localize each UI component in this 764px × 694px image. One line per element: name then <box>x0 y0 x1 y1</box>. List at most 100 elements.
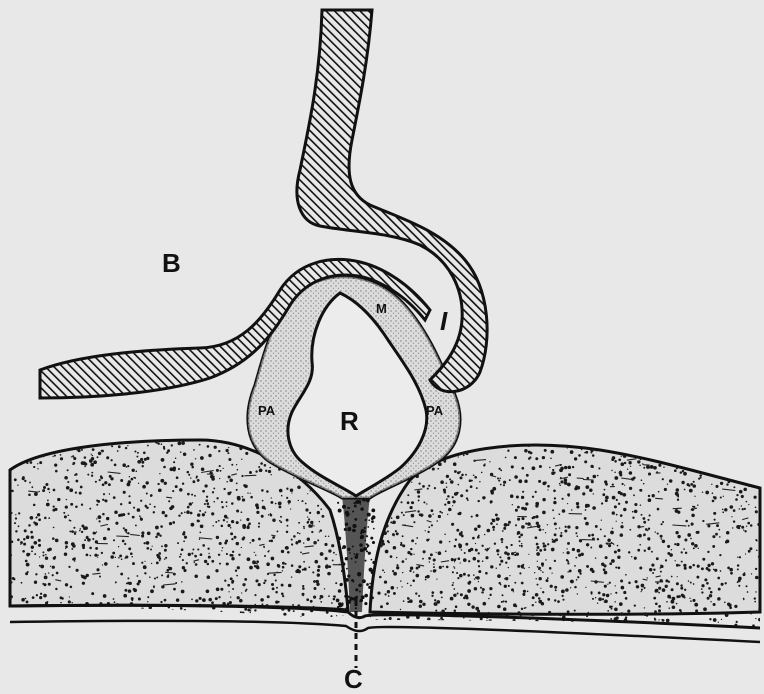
stipple-dot <box>295 570 298 573</box>
stipple-dot <box>48 583 51 586</box>
stipple-dot <box>176 598 180 602</box>
stipple-dot <box>327 572 331 576</box>
stipple-dot <box>537 561 538 562</box>
stipple-dot <box>535 593 539 597</box>
stipple-dot <box>445 550 447 552</box>
stipple-dot <box>521 525 525 529</box>
stipple-dot <box>705 491 709 495</box>
stipple-dot <box>576 535 578 537</box>
canal-dot <box>371 509 375 513</box>
stipple-dot <box>325 536 327 538</box>
stipple-dot <box>537 584 539 586</box>
stipple-dot <box>236 575 238 577</box>
stipple-dot <box>72 441 75 444</box>
stipple-dot <box>544 449 547 452</box>
stipple-dot <box>264 508 266 510</box>
stipple-dot <box>207 548 209 550</box>
stipple-dot <box>709 453 710 454</box>
stipple-dot <box>317 539 319 541</box>
canal-dot <box>346 514 349 517</box>
stipple-dot <box>620 470 622 472</box>
stipple-dot <box>436 578 437 579</box>
stipple-dot <box>651 551 653 553</box>
stipple-dot <box>106 517 109 520</box>
stipple-dot <box>30 516 34 520</box>
stipple-dot <box>541 602 544 605</box>
stipple-dot <box>411 514 415 518</box>
stipple-dot <box>416 537 418 539</box>
stipple-dot <box>644 550 646 552</box>
stipple-dot <box>15 514 16 515</box>
stipple-dot <box>224 542 227 545</box>
stipple-dot <box>521 467 524 470</box>
stipple-dot <box>648 498 652 502</box>
canal-dot <box>369 583 371 585</box>
stipple-dot <box>680 587 683 590</box>
stipple-dot <box>297 604 300 607</box>
stipple-dot <box>622 493 626 497</box>
stipple-dot <box>24 480 26 482</box>
stipple-dot <box>60 457 63 460</box>
stipple-dot <box>522 491 524 493</box>
stipple-dot <box>431 591 434 594</box>
stipple-dot <box>448 508 452 512</box>
stipple-dot <box>441 610 445 614</box>
stipple-dot <box>718 588 721 591</box>
stipple-dot <box>226 563 229 566</box>
stipple-dot <box>400 542 402 544</box>
stipple-dot <box>147 601 148 602</box>
stipple-dot <box>662 540 665 543</box>
stipple-dot <box>444 534 446 536</box>
stipple-dot <box>554 599 556 601</box>
stipple-dot <box>386 511 388 513</box>
stipple-dot <box>184 609 186 611</box>
stipple-dot <box>601 519 602 520</box>
stipple-dot <box>616 521 617 522</box>
stipple-dot <box>60 454 62 456</box>
stipple-dot <box>261 603 263 605</box>
stipple-dot <box>207 445 210 448</box>
canal-dot <box>371 520 374 523</box>
stipple-dot <box>138 483 139 484</box>
stipple-dot <box>691 441 694 444</box>
stipple-dot <box>118 514 121 517</box>
stipple-dot <box>569 569 572 572</box>
stipple-dot <box>519 623 522 626</box>
stipple-dot <box>233 624 235 626</box>
stipple-dot <box>317 505 319 507</box>
stipple-dot <box>154 506 156 508</box>
stipple-dot <box>433 566 435 568</box>
stipple-dot <box>474 476 477 479</box>
stipple-dot <box>328 503 331 506</box>
stipple-dot <box>200 456 204 460</box>
stipple-dot <box>428 514 432 518</box>
stipple-dot <box>567 525 570 528</box>
stipple-dot <box>379 576 382 579</box>
stipple-dot <box>243 484 246 487</box>
stipple-dot <box>440 591 443 594</box>
stipple-dot <box>656 557 659 560</box>
stipple-dot <box>229 479 233 483</box>
stipple-dot <box>199 597 202 600</box>
stipple-dot <box>600 528 602 530</box>
stipple-dot <box>181 512 183 514</box>
stipple-dot <box>208 454 211 457</box>
stipple-dot <box>415 543 416 544</box>
stipple-dot <box>97 456 99 458</box>
stipple-dot <box>655 602 658 605</box>
stipple-dot <box>166 569 169 572</box>
stipple-dot <box>572 466 574 468</box>
stipple-dot <box>80 486 83 489</box>
stipple-dot <box>495 513 498 516</box>
stipple-dot <box>684 489 686 491</box>
stipple-dot <box>163 624 165 626</box>
stipple-dot <box>305 503 307 505</box>
stipple-dot <box>519 545 521 547</box>
stipple-dot <box>691 447 693 449</box>
stipple-dot <box>539 528 542 531</box>
stipple-dot <box>122 540 125 543</box>
canal-dot <box>349 597 353 601</box>
stipple-dot <box>74 561 75 562</box>
canal-dot <box>364 560 366 562</box>
stipple-dot <box>551 548 555 552</box>
